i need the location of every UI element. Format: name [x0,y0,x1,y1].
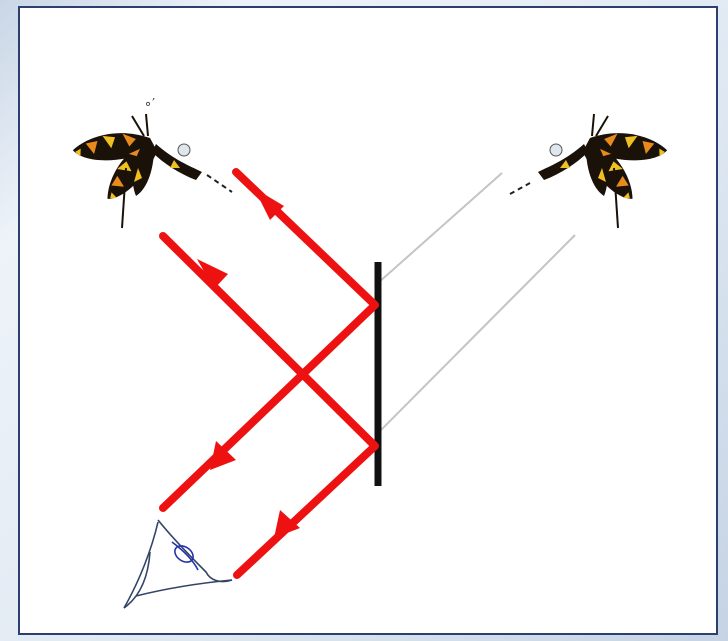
image-dash [510,183,530,194]
reflected-rays [163,172,375,575]
virtual-ray-lower [378,235,575,433]
virtual-rays [378,173,575,433]
object-mark: ∘′ [144,97,155,112]
ray-arrowheads [197,188,300,538]
butterfly-object: ∘′ [71,97,202,228]
butterfly-image [538,114,669,228]
object-dash [207,175,232,192]
virtual-ray-upper [378,173,502,283]
eye-upper-lid [158,520,232,582]
eye-icon [124,520,232,608]
